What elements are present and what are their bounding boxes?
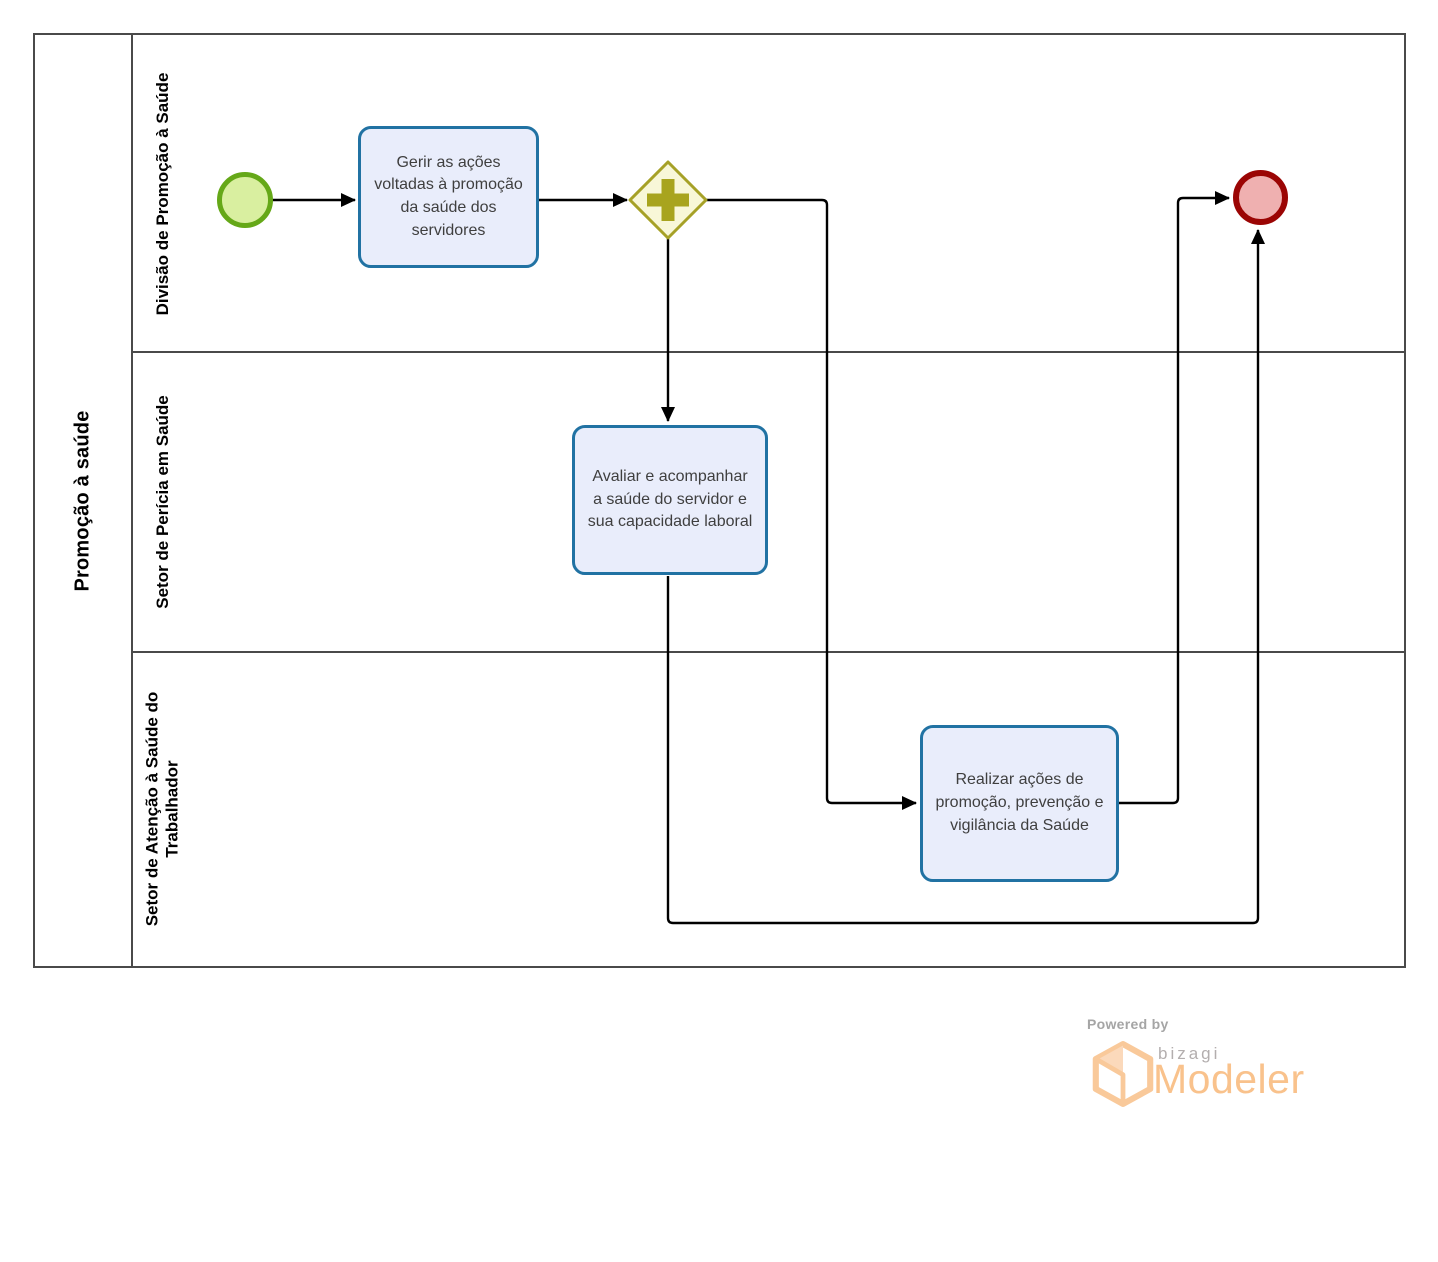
- task-label: Realizar ações de promoção, prevenção e …: [935, 771, 1104, 834]
- pool-title-column: [33, 33, 133, 968]
- lane-divider-1: [133, 351, 1406, 353]
- end-event[interactable]: [1233, 170, 1288, 225]
- pool: [33, 33, 1406, 968]
- task-realizar-acoes[interactable]: Realizar ações de promoção, prevenção e …: [920, 725, 1119, 882]
- parallel-gateway[interactable]: [628, 160, 708, 240]
- sequence-flow-avaliar-to-end: [666, 229, 1265, 925]
- sequence-flow-realizar-to-end: [1119, 191, 1230, 805]
- task-label: Gerir as ações voltadas à promoção da sa…: [374, 153, 523, 239]
- lane-divider-2: [133, 651, 1406, 653]
- bizagi-brand-label: bizagi: [1158, 1044, 1221, 1063]
- bizagi-logo-icon: [1092, 1041, 1154, 1107]
- task-gerir-acoes[interactable]: Gerir as ações voltadas à promoção da sa…: [358, 126, 539, 268]
- task-avaliar-acompanhar[interactable]: Avaliar e acompanhar a saúde do servidor…: [572, 425, 768, 575]
- modeler-product-label: Modeler: [1153, 1056, 1305, 1102]
- plus-icon: [647, 179, 689, 221]
- start-event[interactable]: [217, 172, 273, 228]
- sequence-flow-gateway-to-realizar: [706, 198, 917, 810]
- task-label: Avaliar e acompanhar a saúde do servidor…: [587, 467, 753, 531]
- powered-by-label: Powered by: [1087, 1016, 1169, 1032]
